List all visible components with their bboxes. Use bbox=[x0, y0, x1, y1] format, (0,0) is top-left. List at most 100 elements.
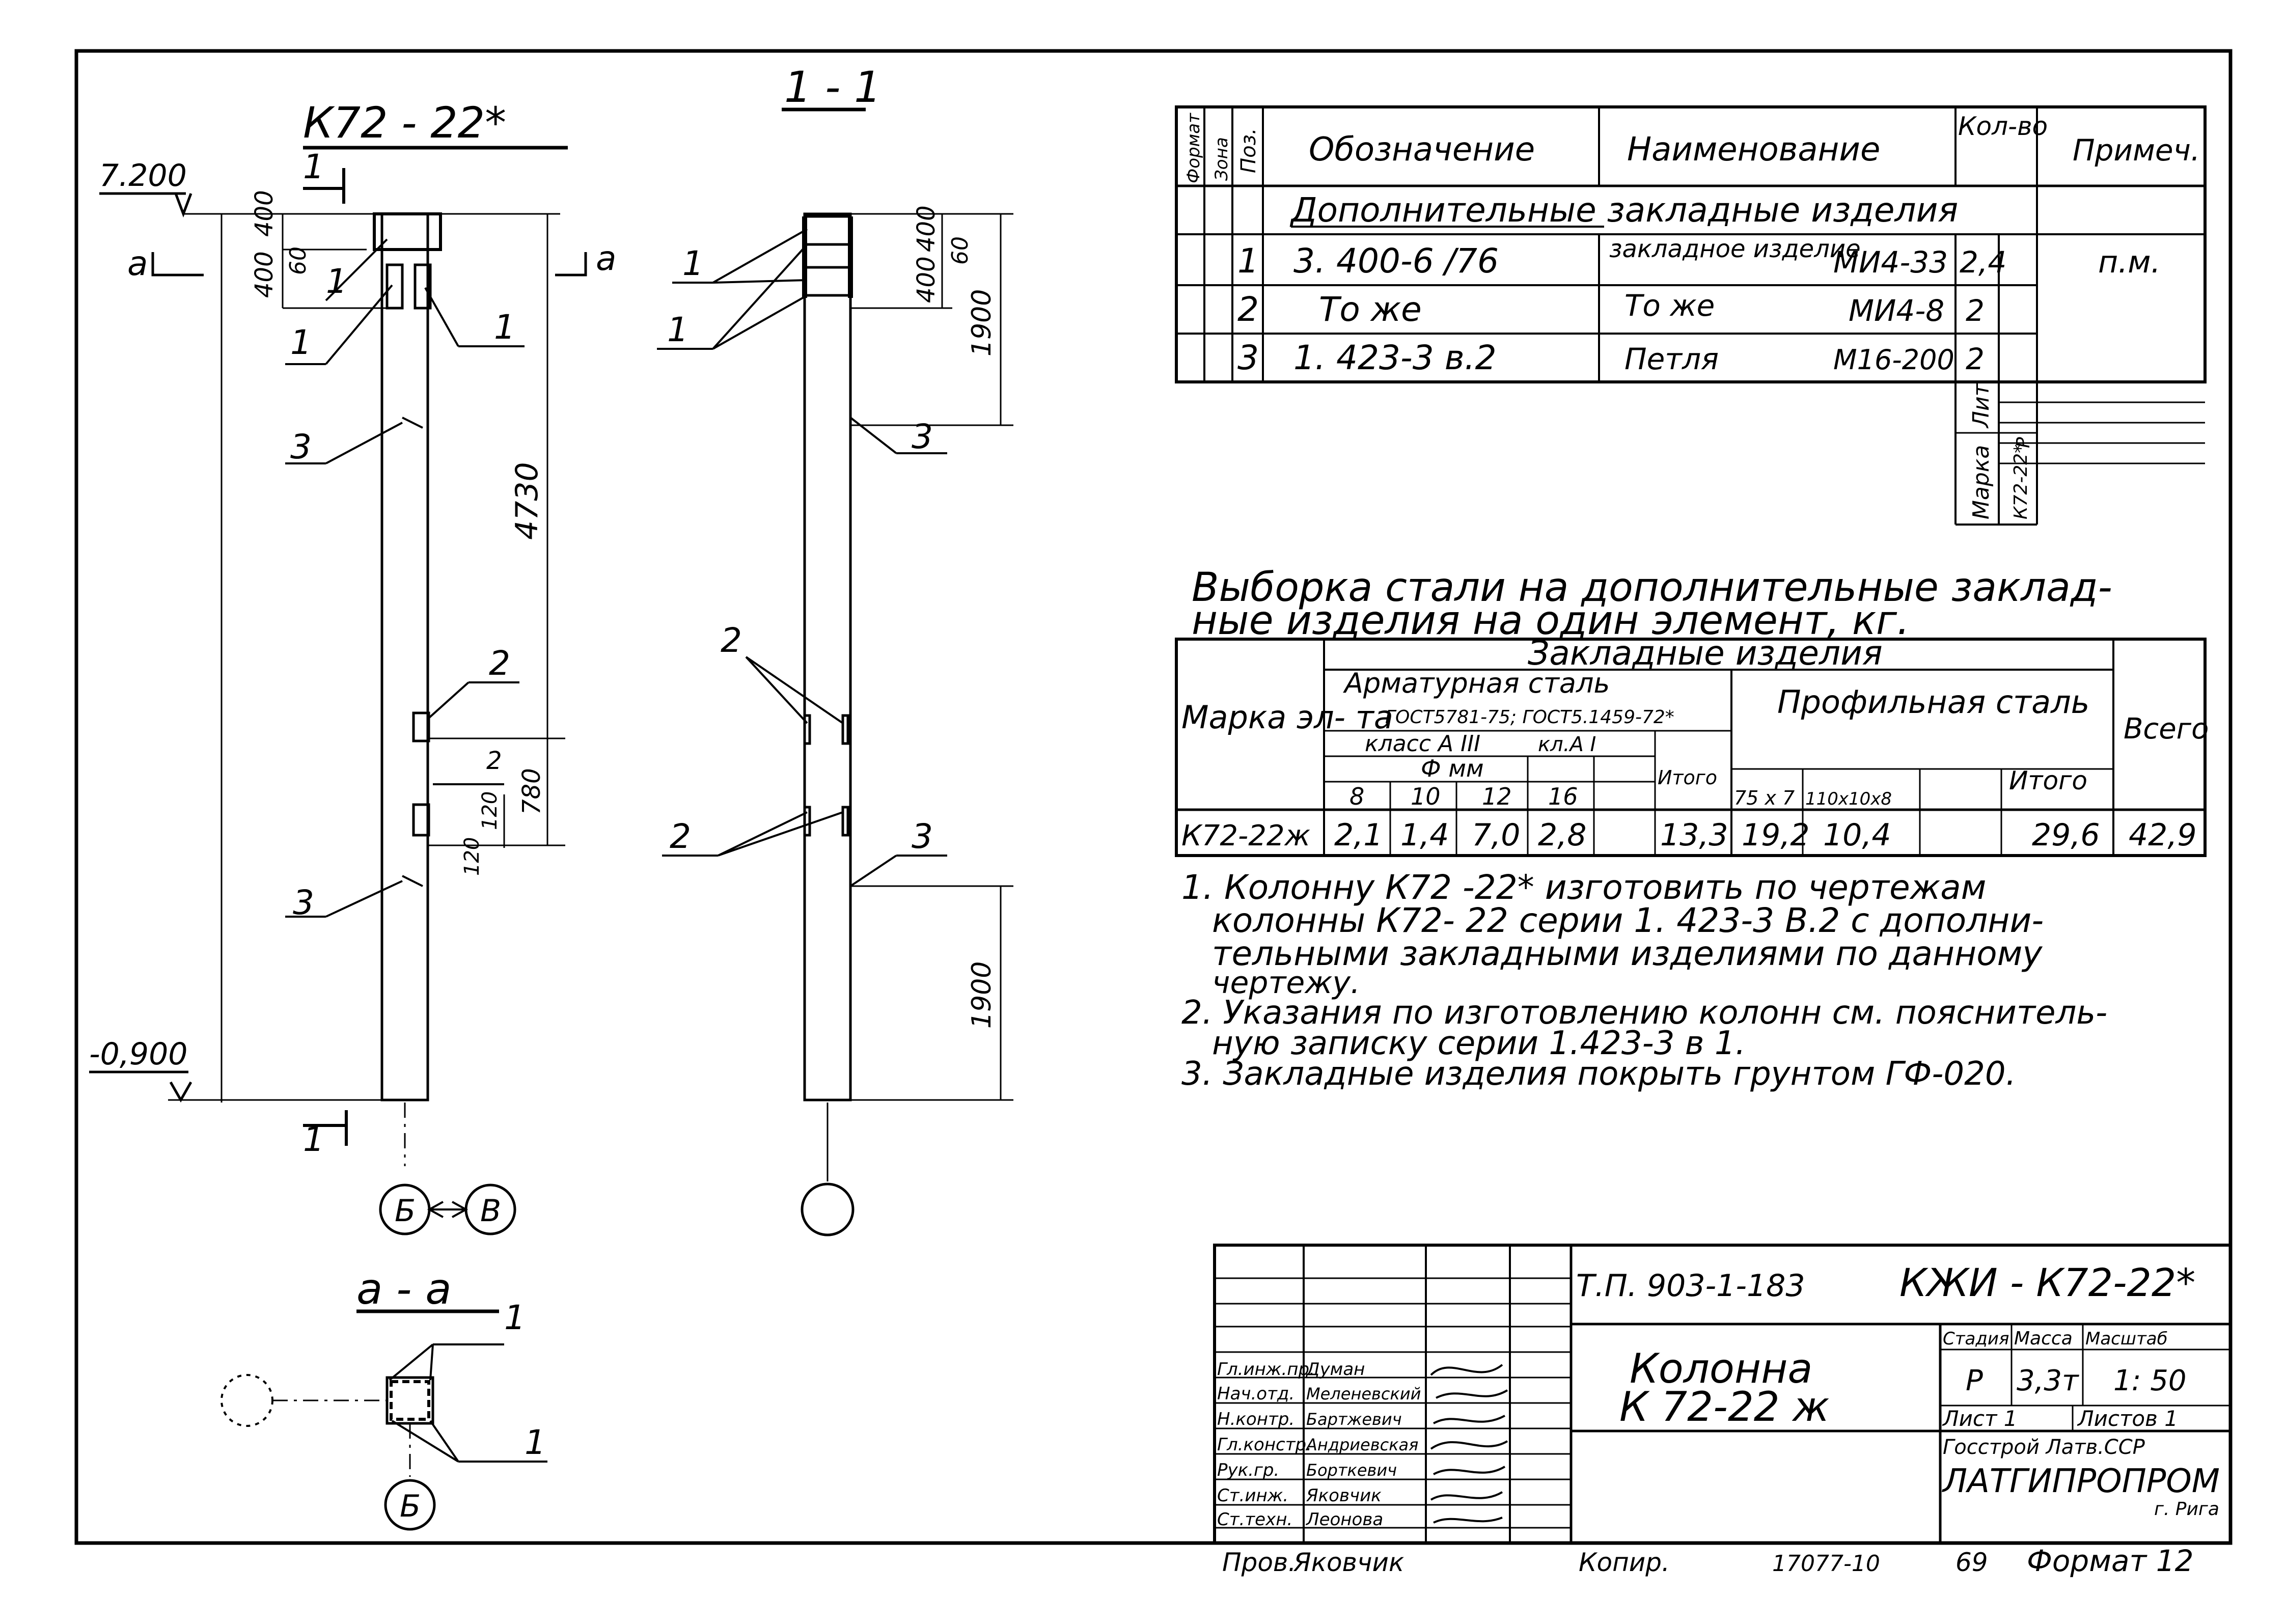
steel-row-v16: 2,8 bbox=[1538, 817, 1586, 853]
aa-column bbox=[385, 1376, 434, 1425]
level-top: 7.200 bbox=[99, 158, 187, 194]
sheet-frame bbox=[74, 49, 2233, 1545]
dim-1900-bottom: 1900 bbox=[967, 961, 997, 1029]
section-1-1: 1 - 1 400 400 60 1900 1900 1 1 3 bbox=[657, 62, 1013, 1236]
note-line-6: ную записку серии 1.423-3 в 1. bbox=[1212, 1025, 1746, 1062]
role-1: Гл.инж.пр. bbox=[1217, 1359, 1315, 1380]
column-side bbox=[803, 212, 852, 1102]
leader-pos1-b: 1 bbox=[290, 323, 312, 362]
aa-leader-pos1-a: 1 bbox=[504, 1298, 526, 1337]
org-line-2: ЛАТГИПРОПРОМ bbox=[1942, 1463, 2220, 1500]
lit-label: Лит bbox=[1968, 382, 1994, 429]
s-leader-pos2-a: 2 bbox=[721, 621, 742, 660]
steel-d-10: 10 bbox=[1411, 783, 1441, 810]
leader-pos1-c: 1 bbox=[494, 308, 515, 347]
s-axis-bubble bbox=[801, 1182, 855, 1236]
checked-role: Пров. bbox=[1222, 1548, 1296, 1577]
aa-axis-bubble-left bbox=[221, 1374, 273, 1427]
spec-row1-mark: МИ4-33 bbox=[1833, 245, 1948, 280]
steel-d-8: 8 bbox=[1349, 783, 1364, 810]
s-leader-pos3-a: 3 bbox=[912, 417, 933, 456]
copy-label: Копир. bbox=[1579, 1548, 1670, 1577]
steel-d-16: 16 bbox=[1548, 783, 1578, 810]
note-line-5: 2. Указания по изготовлению колонн см. п… bbox=[1181, 994, 2107, 1032]
steel-title-2: ные изделия на один элемент, кг. bbox=[1192, 598, 1910, 644]
role-6: Ст.инж. bbox=[1217, 1485, 1288, 1506]
spec-row1-name: закладное изделие bbox=[1609, 235, 1861, 263]
dim-400-b: 400 bbox=[250, 251, 279, 298]
view-title: К72 - 22* bbox=[303, 98, 506, 148]
aa-axis-label-b: Б bbox=[400, 1489, 421, 1524]
section-a-left: а bbox=[127, 244, 148, 283]
dim-780: 780 bbox=[517, 768, 546, 815]
notes: 1. Колонну К72 -22* изготовить по чертеж… bbox=[1181, 868, 2107, 1093]
spec-row2-mark: МИ4-8 bbox=[1849, 293, 1944, 328]
steel-row-vsego: 42,9 bbox=[2129, 817, 2197, 853]
dim-s-60: 60 bbox=[947, 236, 973, 265]
axis-label-v: В bbox=[480, 1193, 501, 1229]
project-number: Т.П. 903-1-183 bbox=[1576, 1268, 1805, 1304]
steel-h-profil: Профильная сталь bbox=[1777, 683, 2089, 721]
dim-s-400a: 400 bbox=[912, 205, 941, 252]
spec-row2-qty: 2 bbox=[1966, 293, 1985, 328]
embedded-part-top bbox=[373, 212, 442, 251]
stage-header: Стадия bbox=[1943, 1329, 2009, 1349]
spec-row2-name: То же bbox=[1624, 288, 1715, 323]
steel-h-itogo-a: Итого bbox=[1658, 766, 1717, 789]
steel-row-v8: 2,1 bbox=[1334, 817, 1383, 853]
s-leader-pos3-b: 3 bbox=[912, 817, 933, 856]
drawing-name-1: Колонна bbox=[1630, 1345, 1812, 1392]
hdr-note: Примеч. bbox=[2073, 133, 2200, 168]
dim-1900-top: 1900 bbox=[967, 289, 997, 356]
level-bottom: -0,900 bbox=[89, 1036, 187, 1072]
aa-leader-pos1-b: 1 bbox=[525, 1423, 546, 1462]
axis-label-b: Б bbox=[395, 1193, 416, 1229]
sheet-value: Лист 1 bbox=[1942, 1406, 2018, 1431]
person-4: Андриевская bbox=[1305, 1435, 1418, 1454]
column-elevation: К72 - 22* 7.200 -0,900 1 1 а bbox=[89, 98, 616, 1235]
sheet-number: 69 bbox=[1956, 1548, 1988, 1577]
scale-value: 1: 50 bbox=[2113, 1364, 2187, 1397]
spec-row2-pos: 2 bbox=[1237, 290, 1259, 329]
role-2: Нач.отд. bbox=[1217, 1384, 1295, 1404]
steel-row-itogo-p: 29,6 bbox=[2032, 817, 2100, 853]
steel-h-phi: Ф мм bbox=[1421, 755, 1484, 782]
role-4: Гл.констр. bbox=[1217, 1435, 1312, 1455]
role-7: Ст.техн. bbox=[1217, 1509, 1292, 1530]
steel-section: Выборка стали на дополнительные заклад- … bbox=[1175, 565, 2209, 857]
mass-header: Масса bbox=[2014, 1328, 2073, 1349]
org-line-1: Госстрой Латв.ССР bbox=[1943, 1436, 2145, 1459]
steel-title-1: Выборка стали на дополнительные заклад- bbox=[1192, 565, 2112, 611]
section-11-title: 1 - 1 bbox=[784, 62, 882, 112]
person-6: Яковчик bbox=[1306, 1485, 1382, 1506]
dim-60: 60 bbox=[285, 246, 311, 275]
steel-row-v12: 7,0 bbox=[1472, 817, 1520, 853]
spec-table: Формат Зона Поз. Обозначение Наименовани… bbox=[1175, 105, 2207, 526]
person-3: Бартжевич bbox=[1306, 1410, 1402, 1429]
person-5: Борткевич bbox=[1306, 1461, 1397, 1480]
spec-row3-name: Петля bbox=[1624, 342, 1719, 376]
steel-h-gost: ГОСТ5781-75; ГОСТ5.1459-72* bbox=[1385, 707, 1674, 728]
section-a-right: а bbox=[596, 239, 616, 278]
steel-prof-2: 110x10x8 bbox=[1805, 789, 1892, 809]
dim-120-b: 120 bbox=[460, 837, 484, 876]
steel-h-kl: кл.А I bbox=[1538, 733, 1596, 756]
leader-pos3-a: 3 bbox=[290, 427, 312, 466]
person-2: Меленевский bbox=[1306, 1384, 1421, 1403]
axis-bubble-v bbox=[464, 1183, 516, 1235]
s-leader-pos1-b: 1 bbox=[667, 310, 688, 349]
spec-row1-qty: 2,4 bbox=[1960, 245, 2006, 280]
mass-value: 3,3т bbox=[2017, 1364, 2079, 1397]
note-line-2: колонны К72- 22 серии 1. 423-3 В.2 с доп… bbox=[1212, 901, 2044, 940]
person-1: Думан bbox=[1305, 1359, 1365, 1380]
person-7: Леонова bbox=[1305, 1509, 1383, 1530]
lit-value: Р bbox=[2013, 437, 2034, 448]
steel-row-itogo-a: 13,3 bbox=[1660, 817, 1728, 853]
steel-h-marka: Марка эл- та bbox=[1181, 699, 1393, 736]
dim-120-a: 120 bbox=[478, 791, 502, 830]
hdr-pos: Поз. bbox=[1237, 128, 1260, 173]
spec-row1-pos: 1 bbox=[1237, 241, 1259, 281]
spec-row3-pos: 3 bbox=[1237, 338, 1259, 377]
dim-4730: 4730 bbox=[509, 462, 545, 540]
